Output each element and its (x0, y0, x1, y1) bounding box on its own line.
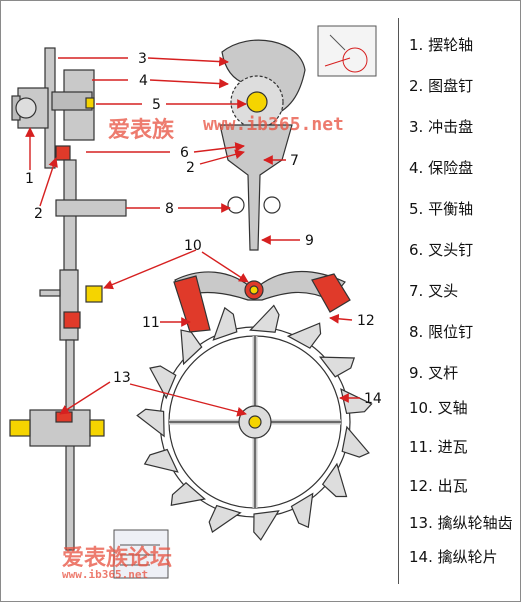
callout-13: 13 (113, 370, 131, 386)
top-view (136, 39, 373, 541)
thumbnail-top-right (317, 25, 377, 77)
banking-pin-right (263, 196, 281, 214)
legend-item-1: 1. 摆轮轴 (409, 36, 474, 54)
balance-pivot-side (85, 97, 95, 109)
escape-wheel-tooth (341, 425, 370, 458)
escape-wheel-tooth (208, 504, 242, 533)
callout-1: 1 (25, 171, 34, 187)
entry-pallet-stone (173, 275, 211, 333)
legend-item-2: 2. 图盘钉 (409, 77, 474, 95)
legend-item-3: 3. 冲击盘 (409, 118, 474, 136)
escape-wheel-tooth (170, 482, 207, 506)
watermark-bottom-url: www.ib365.net (62, 568, 149, 581)
escape-pinion (248, 415, 262, 429)
legend-item-5: 5. 平衡轴 (409, 200, 474, 218)
callout-arrows (25, 56, 360, 417)
callout-4: 4 (139, 73, 148, 89)
escape-wheel-tooth (290, 492, 314, 529)
callout-5: 5 (152, 97, 161, 113)
balance-staff-center (246, 91, 268, 113)
callout-7: 7 (290, 153, 299, 169)
watermark-bottom-cn: 爱表族论坛 (62, 545, 173, 571)
legend-item-14: 14. 擒纵轮片 (409, 548, 498, 566)
legend-item-6: 6. 叉头钉 (409, 241, 474, 259)
legend-item-7: 7. 叉头 (409, 282, 459, 300)
escape-wheel-tooth (136, 408, 165, 438)
legend-item-10: 10. 叉轴 (409, 399, 468, 417)
callout-9: 9 (305, 233, 314, 249)
watermark-top-cn: 爱表族 (108, 117, 175, 143)
legend-item-8: 8. 限位钉 (409, 323, 474, 341)
exit-pallet-stone (311, 273, 351, 313)
fork-and-lever (219, 124, 293, 251)
legend-item-9: 9. 叉杆 (409, 364, 459, 382)
legend-item-13: 13. 擒纵轮轴齿 (409, 514, 513, 532)
legend-item-4: 4. 保险盘 (409, 159, 474, 177)
side-view (9, 47, 127, 551)
callout-2-side: 2 (34, 206, 43, 222)
escape-wheel-tooth (321, 462, 348, 498)
escape-wheel-tooth (253, 510, 280, 541)
watermark-top-url: www.ib365.net (203, 114, 344, 135)
escape-wheel-teeth (136, 304, 373, 541)
escape-wheel-tooth (286, 322, 322, 349)
callout-2-top: 2 (186, 160, 195, 176)
callout-10: 10 (184, 238, 202, 254)
banking-pin-left (227, 196, 245, 214)
escape-wheel-tooth (212, 306, 238, 341)
escape-wheel-tooth (180, 329, 203, 366)
parts-legend: 1. 摆轮轴 2. 图盘钉 3. 冲击盘 4. 保险盘 5. 平衡轴 6. 叉头… (398, 18, 521, 584)
callout-3: 3 (138, 51, 147, 67)
thumbnail-bottom (113, 529, 169, 579)
callout-14: 14 (364, 391, 382, 407)
escape-wheel-tooth (143, 448, 179, 473)
escape-wheel-tooth (149, 365, 177, 400)
banking-pin-side (55, 199, 127, 217)
callout-8: 8 (165, 201, 174, 217)
callout-12: 12 (357, 313, 375, 329)
legend-item-12: 12. 出瓦 (409, 477, 468, 495)
callout-6: 6 (180, 145, 189, 161)
escape-wheel-tooth (318, 356, 356, 378)
escape-wheel-tooth (249, 304, 280, 333)
callout-11: 11 (142, 315, 160, 331)
legend-item-11: 11. 进瓦 (409, 438, 468, 456)
impulse-pin-side (55, 145, 71, 161)
callout-numbers: 3 4 5 6 7 2 1 2 8 9 10 11 12 13 14 (25, 51, 382, 407)
